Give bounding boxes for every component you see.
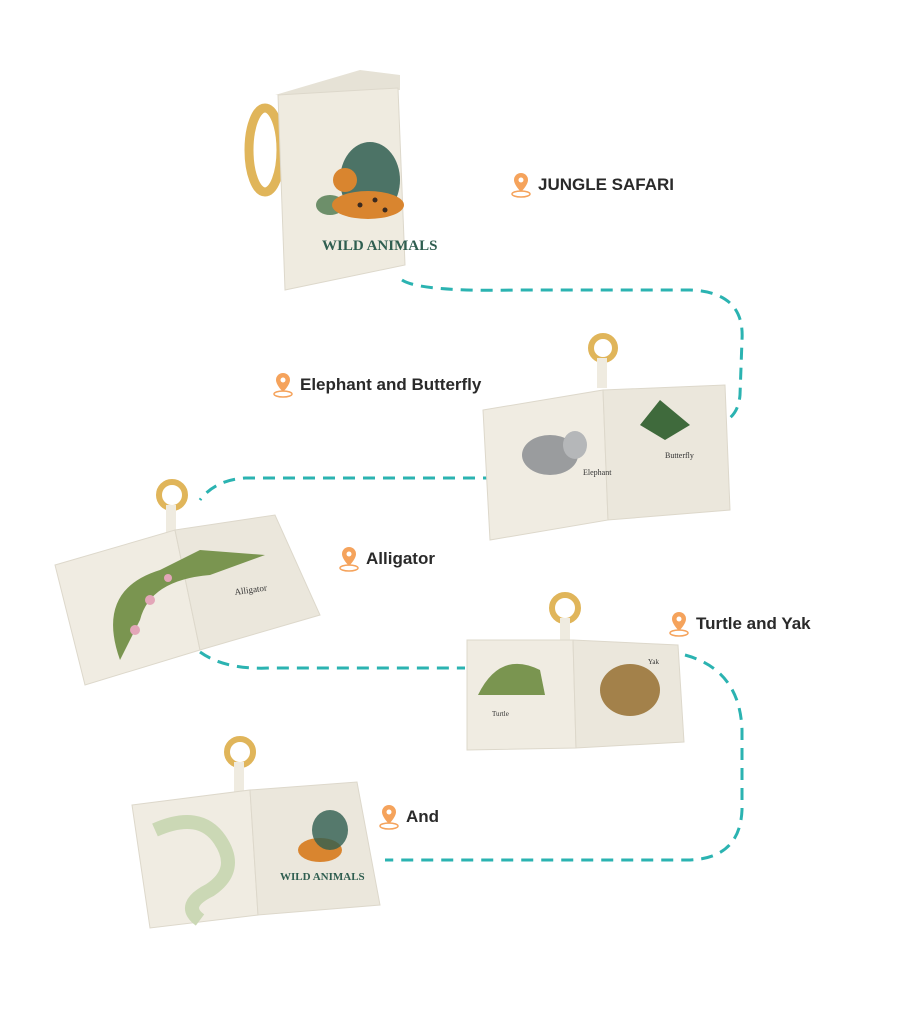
location-pin-icon [273,373,293,398]
location-pin-icon [669,612,689,637]
page-label: Yak [648,658,659,666]
stop-label-text: Elephant and Butterfly [300,375,482,394]
stop-label-and: And [378,803,439,831]
stop-label-elephant-butterfly: Elephant and Butterfly [272,371,481,399]
dashed-route-path [199,650,465,670]
book-elephant-butterfly: Elephant Butterfly [482,333,731,541]
location-pin-icon [379,805,399,830]
cover-title: WILD ANIMALS [322,238,437,254]
page-label: WILD ANIMALS [280,871,365,883]
book-map-final: WILD ANIMALS [131,736,381,929]
location-pin-icon [339,547,359,572]
page-label: Butterfly [665,451,694,460]
book-alligator: Alligator [54,479,321,686]
stop-label-jungle-safari: JUNGLE SAFARI [510,171,674,199]
book-turtle-yak: Turtle Yak [466,592,685,751]
stop-label-alligator: Alligator [338,545,435,573]
dashed-route-path [385,653,744,862]
page-label: Elephant [583,468,612,477]
page-label: Alligator [234,583,268,597]
dashed-route-path [198,476,495,501]
stop-label-text: And [406,807,440,826]
location-pin-icon [511,173,531,198]
dashed-route-path [401,278,744,427]
stop-label-text: JUNGLE SAFARI [538,175,675,194]
stop-label-text: Turtle and Yak [696,614,811,633]
stop-label-turtle-yak: Turtle and Yak [668,610,811,638]
page-label: Turtle [492,710,509,718]
stop-label-text: Alligator [366,549,435,568]
book-cover: WILD ANIMALS [244,70,437,291]
